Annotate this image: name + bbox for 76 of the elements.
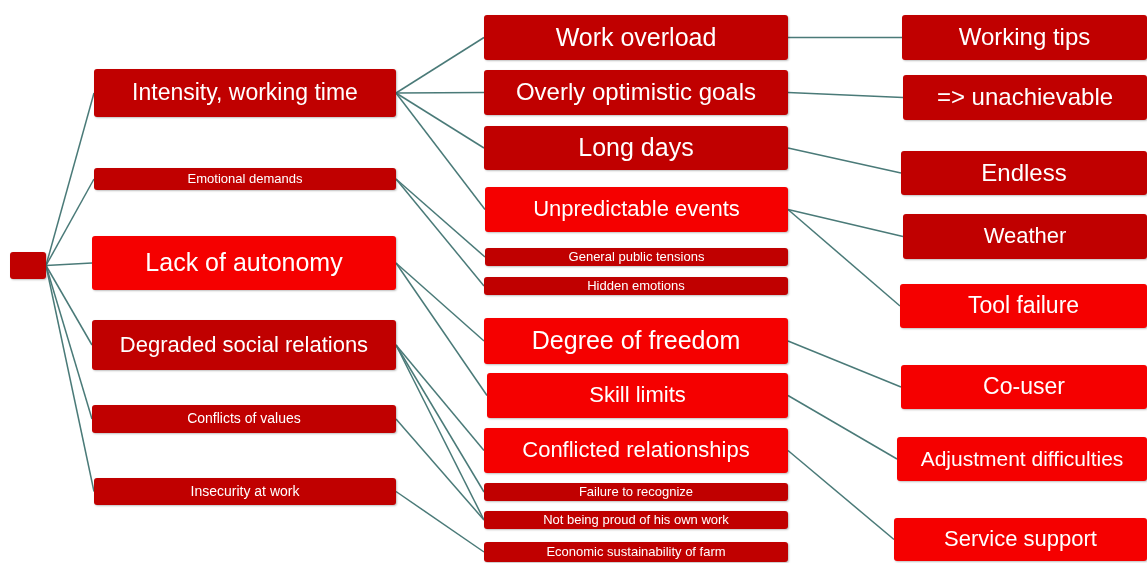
category-box: [94, 168, 396, 190]
category-box: [485, 187, 788, 232]
connector-line: [787, 91, 904, 99]
connector-line: [787, 340, 902, 388]
box-label: Not being proud of his own work: [543, 512, 729, 528]
connector-line: [45, 178, 95, 267]
connector-line: [787, 208, 901, 307]
box-label: Degraded social relations: [119, 332, 369, 358]
category-box: [901, 365, 1147, 409]
connector-line: [395, 178, 486, 258]
category-box: [897, 437, 1147, 481]
box-label: Service support: [944, 527, 1097, 552]
connector-line: [395, 91, 485, 94]
box-label: Degree of freedom: [531, 327, 741, 355]
box-label: Insecurity at work: [190, 483, 300, 500]
box-label: General public tensions: [568, 249, 705, 265]
category-box: [484, 483, 788, 501]
category-box: [94, 478, 396, 505]
category-box: [903, 214, 1147, 259]
category-box: [901, 151, 1147, 195]
connector-line: [395, 490, 485, 553]
connector-line: [395, 92, 486, 211]
category-box: [487, 373, 788, 418]
connector-line: [395, 344, 485, 521]
category-box: [902, 15, 1147, 60]
category-box: [94, 69, 396, 117]
box-label: Emotional demands: [187, 171, 303, 187]
category-box: [92, 320, 396, 370]
box-label: Endless: [981, 159, 1067, 187]
box-label: => unachievable: [936, 84, 1114, 111]
box-label: Working tips: [958, 24, 1091, 51]
root-box: [10, 252, 46, 279]
box-label: Hidden emotions: [587, 278, 685, 294]
category-box: [484, 318, 788, 364]
category-box: [903, 75, 1147, 120]
category-box: [484, 511, 788, 529]
category-box: [484, 277, 788, 295]
connector-line: [45, 264, 93, 346]
box-label: Failure to recognize: [578, 484, 694, 500]
connector-line: [395, 36, 485, 94]
box-label: Conflicted relationships: [522, 438, 750, 463]
box-label: Lack of autonomy: [145, 249, 343, 277]
category-box: [894, 518, 1147, 561]
category-box: [484, 542, 788, 562]
box-label: Work overload: [555, 23, 717, 52]
box-label: Adjustment difficulties: [920, 447, 1124, 471]
category-box: [92, 236, 396, 290]
connector-line: [787, 36, 903, 39]
category-box: [92, 405, 396, 433]
box-label: Intensity, working time: [132, 80, 358, 106]
box-label: Long days: [578, 134, 694, 162]
connector-line: [395, 262, 488, 397]
box-label: Conflicts of values: [187, 411, 301, 427]
category-box: [485, 248, 788, 266]
connector-line: [45, 262, 93, 267]
connector-line: [395, 344, 485, 452]
connector-line: [395, 92, 485, 149]
category-box: [484, 70, 788, 115]
box-label: Weather: [983, 224, 1067, 249]
connector-line: [787, 394, 898, 460]
category-box: [484, 126, 788, 170]
category-box: [484, 428, 788, 473]
category-box: [484, 15, 788, 60]
box-label: Tool failure: [967, 293, 1080, 319]
box-label: Skill limits: [589, 383, 686, 408]
connector-line: [395, 178, 485, 287]
connector-line: [395, 418, 485, 521]
connector-line: [787, 449, 895, 541]
connector-line: [787, 147, 902, 174]
box-label: Co-user: [983, 374, 1065, 400]
box-label: Economic sustainability of farm: [546, 544, 726, 560]
connector-line: [395, 262, 485, 342]
box-label: Overly optimistic goals: [515, 79, 757, 106]
category-box: [900, 284, 1147, 328]
connector-line: [787, 208, 904, 238]
box-label: Unpredictable events: [533, 197, 740, 222]
